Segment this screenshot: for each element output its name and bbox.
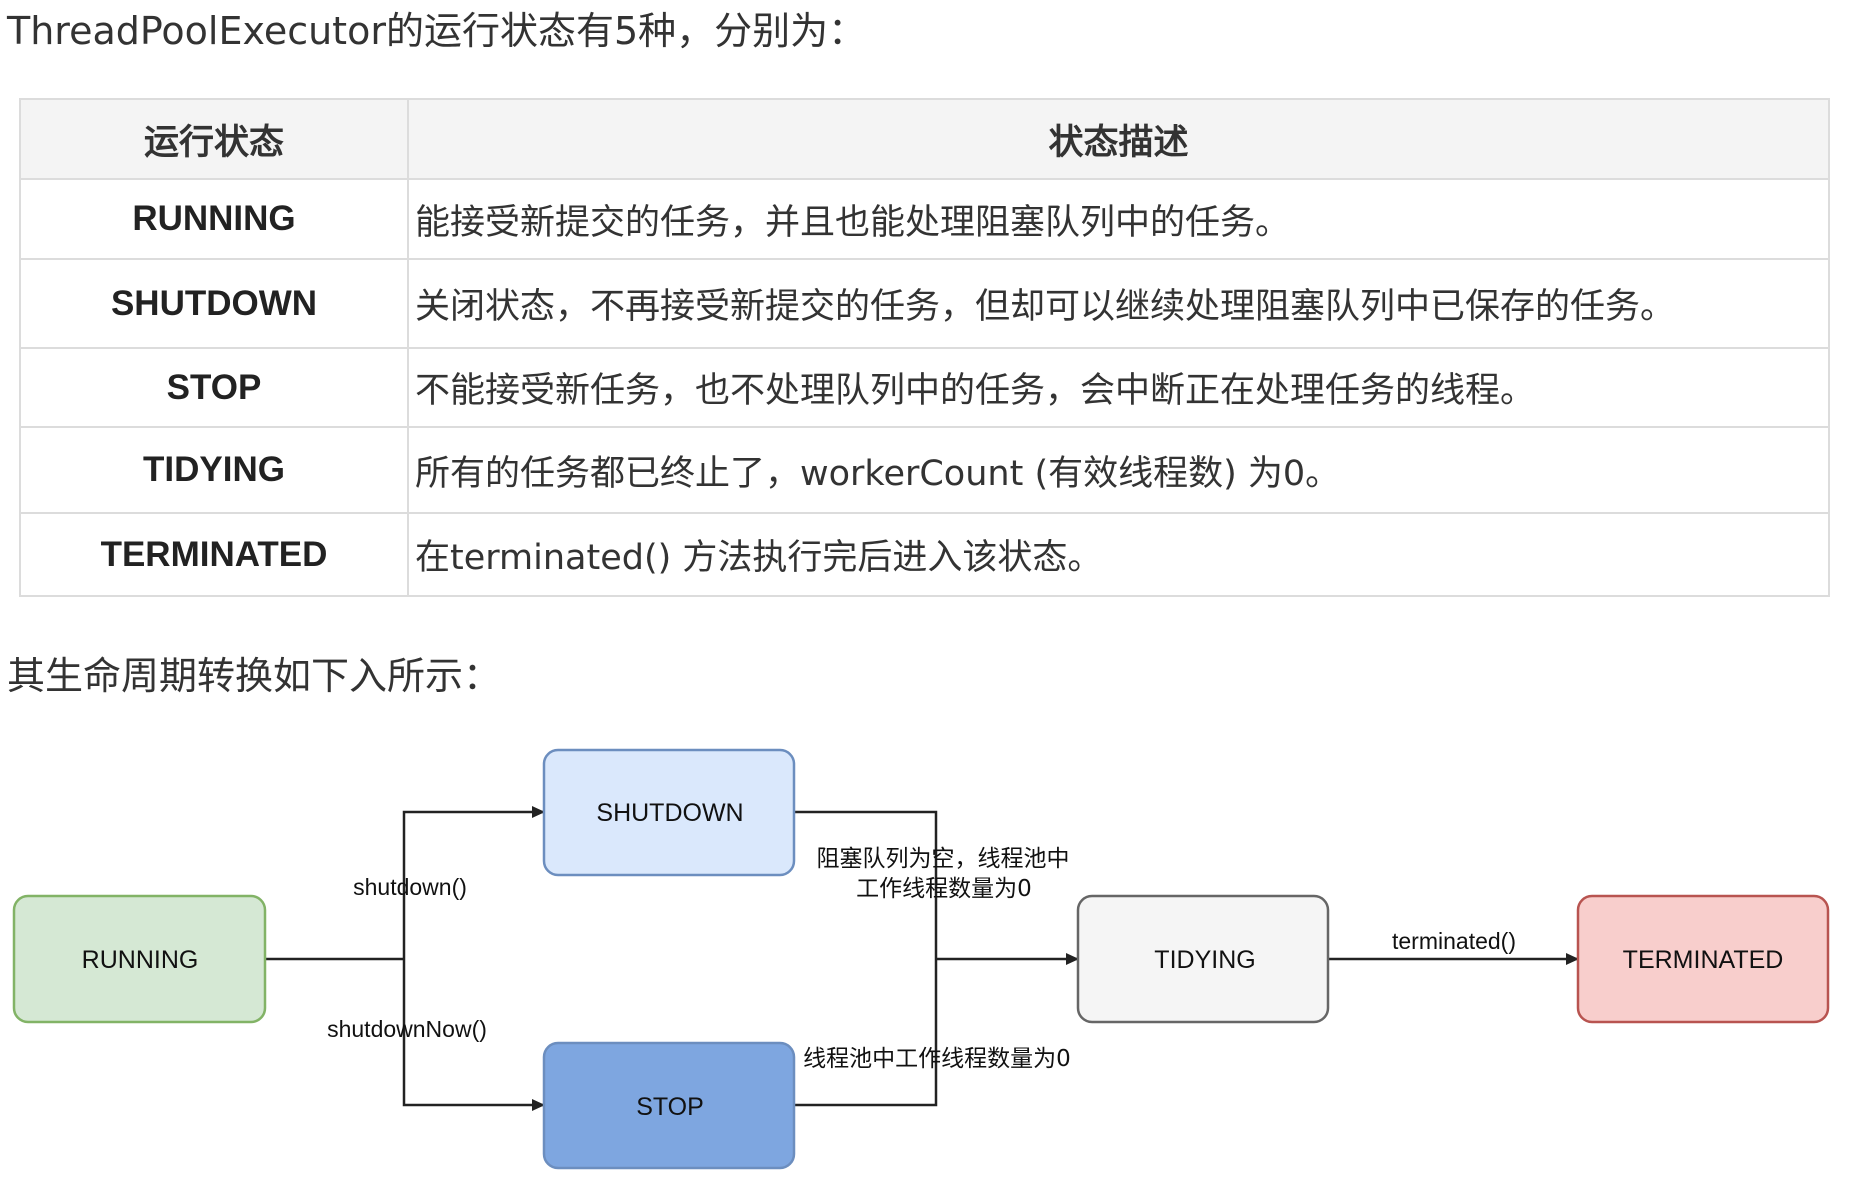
edge-label-shutdown-to-tidying-line2: 工作线程数量为0	[856, 876, 1032, 902]
description-cell: 所有的任务都已终止了，workerCount (有效线程数) 为0。	[407, 426, 1830, 514]
node-label-stop: STOP	[636, 1093, 704, 1121]
node-label-terminated: TERMINATED	[1623, 946, 1784, 974]
table-header-row: 运行状态 状态描述	[19, 98, 1830, 180]
state-cell: RUNNING	[19, 178, 409, 260]
header-description: 状态描述	[407, 98, 1830, 180]
table-row: SHUTDOWN 关闭状态，不再接受新提交的任务，但却可以继续处理阻塞队列中已保…	[19, 258, 1830, 349]
edge-label-shutdown-call: shutdown()	[353, 874, 467, 900]
table-row: TIDYING 所有的任务都已终止了，workerCount (有效线程数) 为…	[19, 426, 1830, 514]
node-label-tidying: TIDYING	[1154, 946, 1255, 974]
node-label-running: RUNNING	[82, 946, 199, 974]
lifecycle-intro-paragraph: 其生命周期转换如下入所示：	[7, 654, 502, 698]
node-label-shutdown: SHUTDOWN	[596, 799, 743, 827]
states-table: 运行状态 状态描述 RUNNING 能接受新提交的任务，并且也能处理阻塞队列中的…	[19, 98, 1830, 597]
edges	[265, 806, 1579, 1111]
edge-label-terminated-call: terminated()	[1392, 928, 1516, 954]
edge-running-to-shutdown	[402, 806, 545, 959]
node-running: RUNNING	[12, 894, 267, 1024]
edge-label-stop-to-tidying: 线程池中工作线程数量为0	[803, 1046, 1071, 1072]
description-cell: 关闭状态，不再接受新提交的任务，但却可以继续处理阻塞队列中已保存的任务。	[407, 258, 1830, 349]
node-stop: STOP	[542, 1041, 796, 1170]
edge-shutdown-to-tidying	[794, 810, 938, 959]
table-row: STOP 不能接受新任务，也不处理队列中的任务，会中断正在处理任务的线程。	[19, 347, 1830, 428]
description-cell: 能接受新提交的任务，并且也能处理阻塞队列中的任务。	[407, 178, 1830, 260]
node-tidying: TIDYING	[1076, 894, 1330, 1024]
node-terminated: TERMINATED	[1576, 894, 1830, 1024]
state-cell: TERMINATED	[19, 512, 409, 597]
state-cell: STOP	[19, 347, 409, 428]
description-cell: 在terminated() 方法执行完后进入该状态。	[407, 512, 1830, 597]
state-cell: TIDYING	[19, 426, 409, 514]
header-state: 运行状态	[19, 98, 409, 180]
node-shutdown: SHUTDOWN	[542, 748, 796, 877]
table-row: TERMINATED 在terminated() 方法执行完后进入该状态。	[19, 512, 1830, 597]
table-row: RUNNING 能接受新提交的任务，并且也能处理阻塞队列中的任务。	[19, 178, 1830, 260]
description-cell: 不能接受新任务，也不处理队列中的任务，会中断正在处理任务的线程。	[407, 347, 1830, 428]
edge-running-to-stop	[402, 959, 545, 1111]
intro-paragraph: ThreadPoolExecutor的运行状态有5种，分别为：	[7, 9, 867, 53]
edge-label-shutdown-to-tidying-line1: 阻塞队列为空，线程池中	[817, 846, 1070, 872]
edge-label-shutdown-now-call: shutdownNow()	[327, 1016, 487, 1042]
state-cell: SHUTDOWN	[19, 258, 409, 349]
edge-stop-to-tidying	[794, 959, 938, 1107]
